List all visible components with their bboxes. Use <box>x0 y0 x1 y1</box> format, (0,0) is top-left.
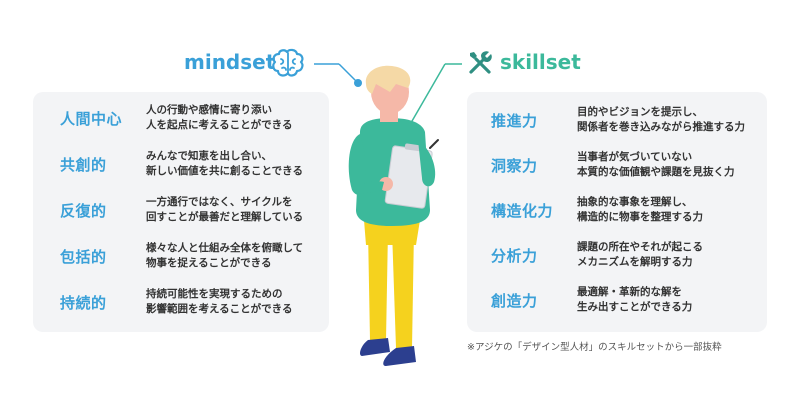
mindset-description: 一方通行ではなく、サイクルを回すことが最善だと理解している <box>146 196 304 223</box>
skillset-description: 目的やビジョンを提示し、関係者を巻き込みながら推進する力 <box>577 106 745 133</box>
skillset-row: 分析力 課題の所在やそれが起こるメカニズムを解明する力 <box>467 233 767 277</box>
mindset-description: みんなで知恵を出し合い、新しい価値を共に創ることできる <box>146 150 303 177</box>
mindset-row: 人間中心 人の行動や感情に寄り添い人を起点に考えることができる <box>33 96 329 140</box>
brain-icon <box>272 48 304 77</box>
mindset-row: 共創的 みんなで知恵を出し合い、新しい価値を共に創ることできる <box>33 142 329 186</box>
mindset-row: 持続的 持続可能性を実現するための影響範囲を考えることができる <box>33 280 329 324</box>
skillset-description: 抽象的な事象を理解し、構造的に物事を整理する力 <box>577 196 703 223</box>
skillset-description: 最適解・革新的な解を生み出すことができる力 <box>577 286 693 313</box>
mindset-description: 人の行動や感情に寄り添い人を起点に考えることができる <box>146 104 293 131</box>
mindset-term: 人間中心 <box>60 109 123 128</box>
skillset-row: 構造化力 抽象的な事象を理解し、構造的に物事を整理する力 <box>467 188 767 232</box>
skillset-description: 課題の所在やそれが起こるメカニズムを解明する力 <box>577 241 703 268</box>
skillset-description: 当事者が気づいていない本質的な価値観や課題を見抜く力 <box>577 151 735 178</box>
mindset-description: 様々な人と仕組み全体を俯瞰して物事を捉えることができる <box>146 242 304 269</box>
tools-icon <box>469 51 492 74</box>
source-note: ※アジケの「デザイン型人材」のスキルセットから一部抜粋 <box>467 342 722 353</box>
mindset-description: 持続可能性を実現するための影響範囲を考えることができる <box>146 288 293 315</box>
skillset-row: 推進力 目的やビジョンを提示し、関係者を巻き込みながら推進する力 <box>467 98 767 142</box>
mindset-term: 共創的 <box>60 155 107 174</box>
mindset-title: mindset <box>184 50 276 74</box>
skillset-panel: 推進力 目的やビジョンを提示し、関係者を巻き込みながら推進する力 洞察力 当事者… <box>467 92 767 332</box>
mindset-term: 包括的 <box>60 247 107 266</box>
skillset-term: 構造化力 <box>491 201 554 220</box>
mindset-panel: 人間中心 人の行動や感情に寄り添い人を起点に考えることができる 共創的 みんなで… <box>33 92 329 332</box>
mindset-term: 反復的 <box>60 201 107 220</box>
skillset-term: 分析力 <box>491 246 538 265</box>
mindset-row: 包括的 様々な人と仕組み全体を俯瞰して物事を捉えることができる <box>33 234 329 278</box>
skillset-term: 創造力 <box>491 291 538 310</box>
person-illustration <box>348 65 439 366</box>
skillset-row: 創造力 最適解・革新的な解を生み出すことができる力 <box>467 278 767 322</box>
skillset-row: 洞察力 当事者が気づいていない本質的な価値観や課題を見抜く力 <box>467 143 767 187</box>
mindset-row: 反復的 一方通行ではなく、サイクルを回すことが最善だと理解している <box>33 188 329 232</box>
skillset-term: 推進力 <box>491 111 538 130</box>
skillset-title: skillset <box>500 50 581 74</box>
skillset-term: 洞察力 <box>491 156 538 175</box>
mindset-term: 持続的 <box>60 293 107 312</box>
